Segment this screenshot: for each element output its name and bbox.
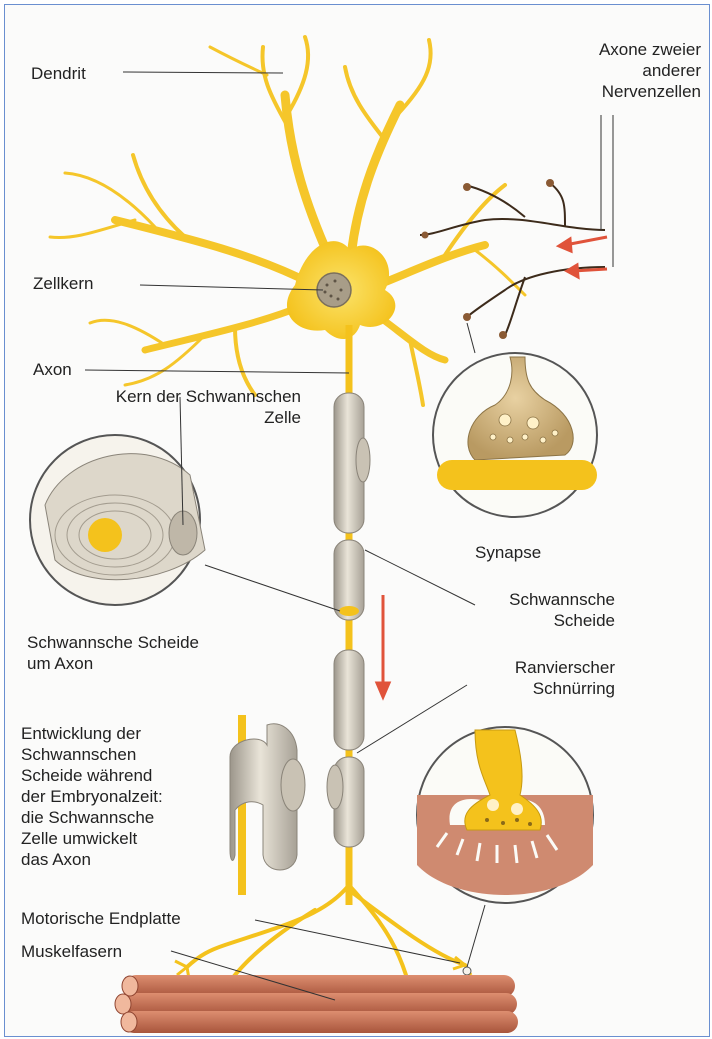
label-schwannsche-scheide-um-axon: Schwannsche Scheide um Axon [27, 632, 199, 674]
endplate-detail [417, 727, 593, 903]
label-synapse: Synapse [475, 542, 541, 563]
label-motorische-endplatte: Motorische Endplatte [21, 908, 181, 929]
cross-section-detail [30, 435, 205, 605]
label-ranvierscher-schnuerring: Ranvierscher Schnürring [445, 657, 615, 699]
label-entwicklung-schwannsche-scheide: Entwicklung der Schwannschen Scheide wäh… [21, 723, 163, 870]
muscle-fibers [115, 975, 518, 1033]
incoming-arrows [559, 237, 607, 277]
dendrites [50, 37, 525, 405]
label-kern-schwannschen-zelle: Kern der Schwannschen Zelle [33, 386, 301, 428]
label-axon: Axon [33, 359, 72, 380]
diagram-frame: Dendrit Axone zweier anderer Nervenzelle… [4, 4, 710, 1037]
label-dendrit: Dendrit [31, 63, 86, 84]
label-muskelfasern: Muskelfasern [21, 941, 122, 962]
label-zellkern: Zellkern [33, 273, 93, 294]
label-schwannsche-scheide: Schwannsche Scheide [445, 589, 615, 631]
synapse-detail [433, 353, 597, 517]
label-axone-anderer-nervenzellen: Axone zweier anderer Nervenzellen [467, 39, 701, 102]
neuron-illustration [5, 5, 709, 1036]
myelin-segments [327, 393, 370, 847]
signal-arrow [377, 595, 389, 697]
embryonic-sheath [230, 715, 305, 895]
